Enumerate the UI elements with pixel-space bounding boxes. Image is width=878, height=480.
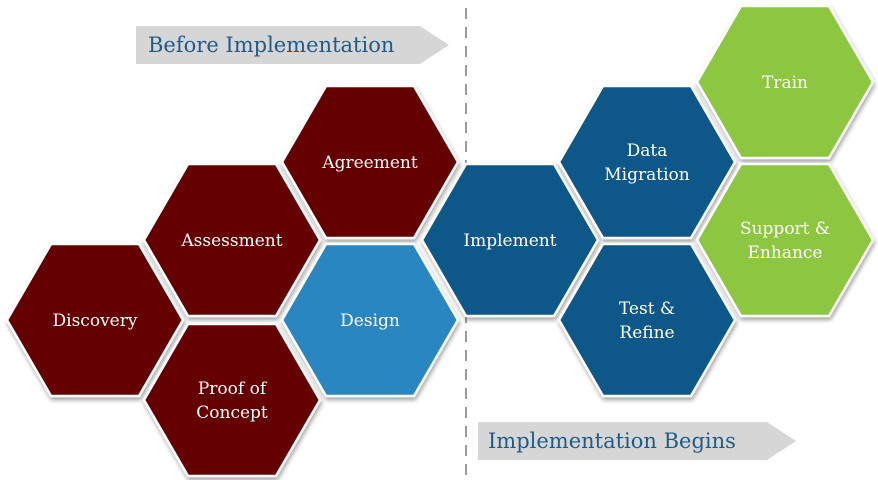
hexagon-test-refine-shape <box>557 242 737 398</box>
before-implementation-arrow-shape <box>136 26 449 64</box>
hexagon-agreement-shape <box>280 84 460 240</box>
hexagon-test-refine-label: Refine <box>619 323 674 343</box>
hexagon-agreement-label: Agreement <box>321 153 418 173</box>
implementation-begins-arrow: Implementation Begins <box>478 422 796 460</box>
hexagon-design: Design <box>280 242 460 398</box>
hexagon-proof-of-concept-shape <box>142 322 322 478</box>
hexagon-train: Train <box>695 4 875 160</box>
hexagon-proof-of-concept-label: Concept <box>196 403 268 423</box>
hexagon-proof-of-concept: Proof of Concept <box>142 322 322 478</box>
hexagon-support-enhance-shape <box>695 162 875 318</box>
hexagon-proof-of-concept-label: Proof of <box>198 379 268 399</box>
hexagon-train-label: Train <box>762 73 808 93</box>
hexagon-support-enhance-label: Support & <box>740 219 830 239</box>
before-implementation-label: Before Implementation <box>148 33 394 57</box>
hexagon-test-refine: Test & Refine <box>557 242 737 398</box>
hexagon-assessment: Assessment <box>142 162 322 318</box>
hexagon-data-migration-label: Data <box>627 141 668 161</box>
implementation-begins-label: Implementation Begins <box>488 429 736 453</box>
hexagon-discovery-shape <box>5 242 185 398</box>
hexagon-agreement: Agreement <box>280 84 460 240</box>
hexagon-implement-label: Implement <box>463 231 556 251</box>
hexagon-design-shape <box>280 242 460 398</box>
hexagon-design-label: Design <box>340 311 400 331</box>
hexagon-discovery-label: Discovery <box>53 311 138 331</box>
hexagon-implement: Implement <box>420 162 600 318</box>
hexagon-train-shape <box>695 4 875 160</box>
implementation-begins-arrow-shape <box>478 422 796 460</box>
hexagon-support-enhance: Support & Enhance <box>695 162 875 318</box>
hexagon-assessment-shape <box>142 162 322 318</box>
hexagon-discovery: Discovery <box>5 242 185 398</box>
hexagon-implement-shape <box>420 162 600 318</box>
hexagon-data-migration-label: Migration <box>604 165 689 185</box>
before-implementation-arrow: Before Implementation <box>136 26 449 64</box>
hexagon-data-migration-shape <box>557 84 737 240</box>
hexagon-test-refine-label: Test & <box>619 299 675 319</box>
hexagon-support-enhance-label: Enhance <box>748 243 823 263</box>
hexagon-assessment-label: Assessment <box>180 231 282 251</box>
